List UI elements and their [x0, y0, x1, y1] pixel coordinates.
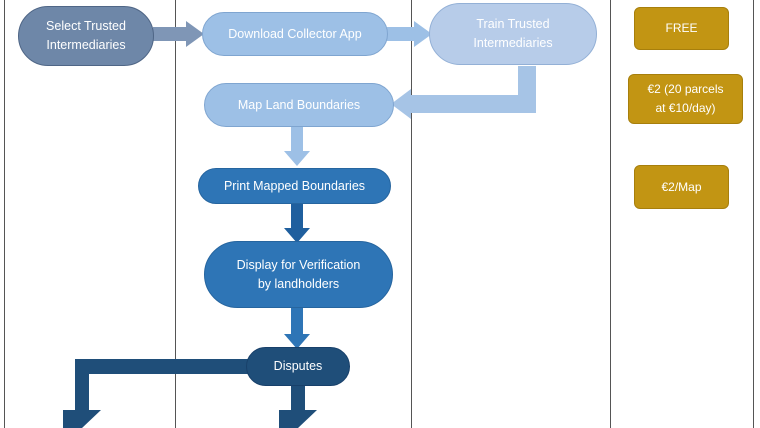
map-boundaries-label: Map Land Boundaries — [237, 97, 361, 112]
select-intermediaries-line-1: Select Trusted — [46, 19, 126, 33]
arrow-select-to-download — [153, 21, 204, 47]
display-for-verification-node: Display for Verification by landholders — [204, 241, 393, 308]
arrow-disputes-down — [279, 384, 317, 428]
arrow-map-to-print — [284, 126, 310, 166]
cost-mapping-line-1: €2 (20 parcels — [647, 82, 724, 96]
arrow-train-to-map — [391, 66, 536, 119]
display-verification-line-1: Display for Verification — [236, 257, 361, 272]
lane-dividers — [4, 0, 754, 428]
arrow-print-to-display — [284, 203, 310, 243]
cost-print-label: €2/Map — [661, 179, 702, 194]
cost-free-label: FREE — [665, 21, 698, 35]
download-app-label: Download Collector App — [228, 26, 362, 41]
disputes-node: Disputes — [246, 347, 350, 386]
arrow-display-to-disputes — [284, 307, 310, 349]
cost-print-box: €2/Map — [634, 165, 729, 209]
download-collector-app-node: Download Collector App — [202, 12, 388, 56]
display-verification-line-2: by landholders — [257, 276, 340, 291]
arrow-download-to-train — [387, 21, 432, 47]
print-boundaries-label: Print Mapped Boundaries — [223, 178, 366, 193]
train-intermediaries-line-2: Intermediaries — [473, 36, 553, 50]
select-trusted-intermediaries-node: Select Trusted Intermediaries — [18, 6, 154, 66]
map-land-boundaries-node: Map Land Boundaries — [204, 83, 394, 127]
disputes-label: Disputes — [273, 359, 323, 373]
train-intermediaries-line-1: Train Trusted — [476, 17, 550, 31]
cost-free-box: FREE — [634, 7, 729, 50]
print-mapped-boundaries-node: Print Mapped Boundaries — [198, 168, 391, 204]
arrow-disputes-left-branch — [63, 359, 252, 428]
cost-mapping-line-2: at €10/day) — [655, 101, 716, 115]
select-intermediaries-line-2: Intermediaries — [46, 38, 126, 52]
train-trusted-intermediaries-node: Train Trusted Intermediaries — [429, 3, 597, 65]
cost-mapping-box: €2 (20 parcels at €10/day) — [628, 74, 743, 124]
